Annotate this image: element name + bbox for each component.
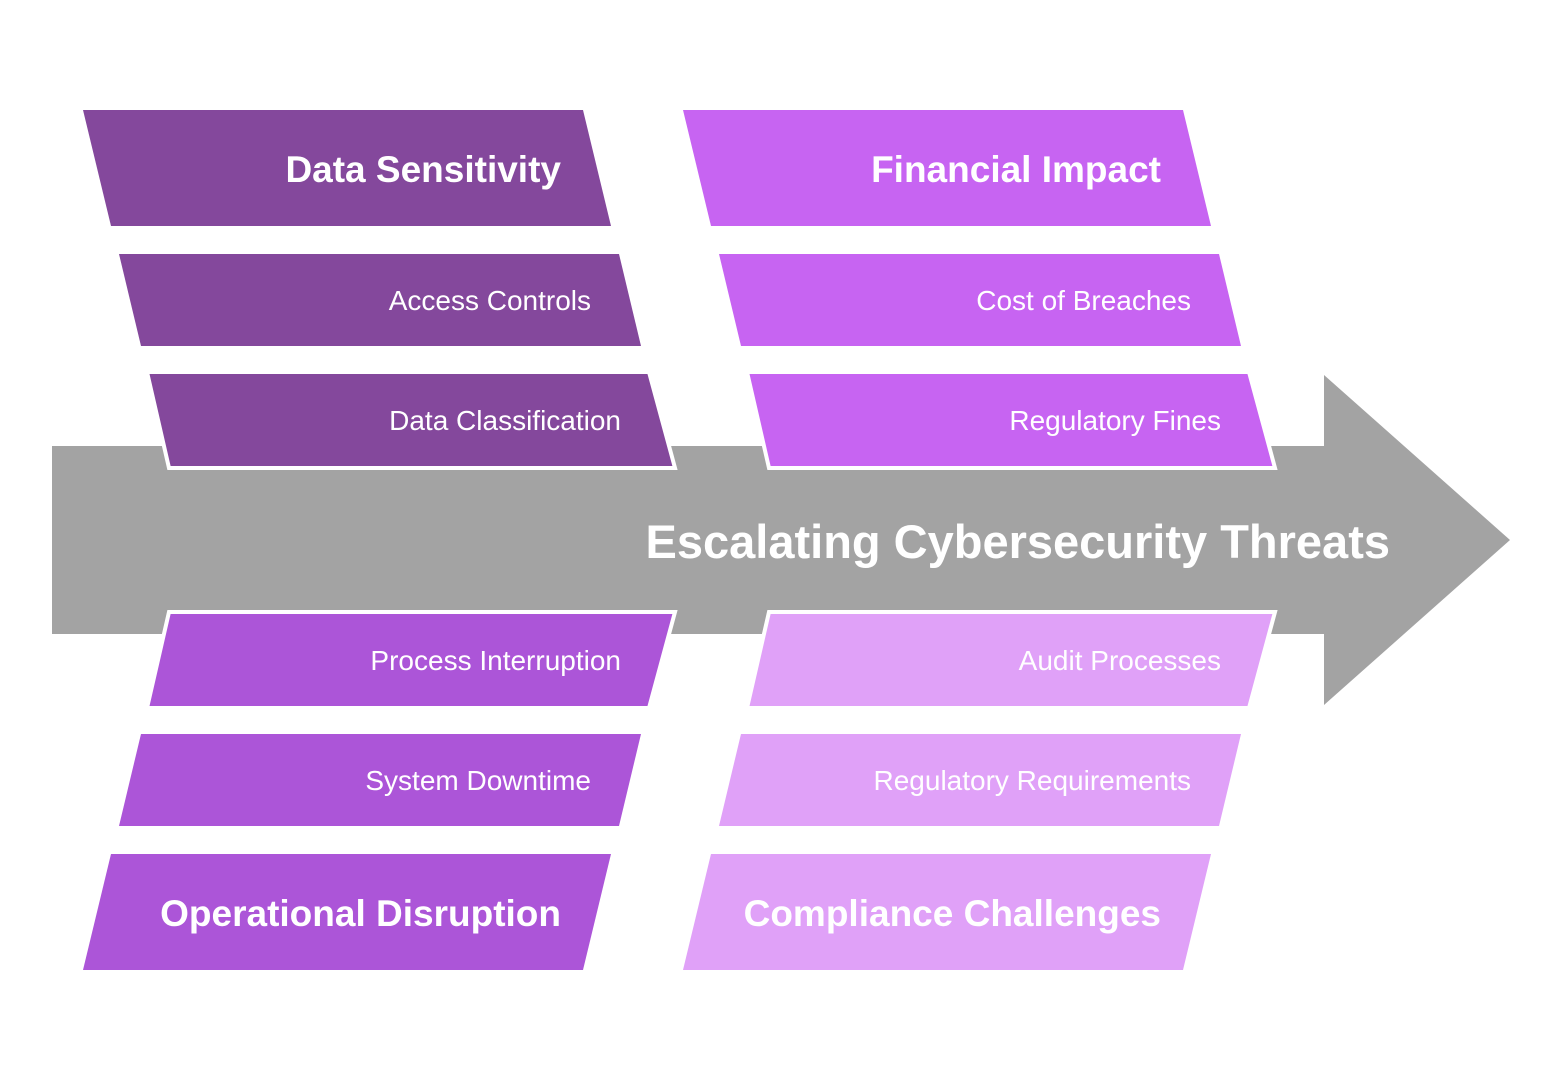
cause-label: Cost of Breaches	[976, 285, 1191, 316]
category-title-shape	[83, 854, 611, 970]
cause-shape	[719, 734, 1241, 826]
cause-label: Regulatory Requirements	[874, 765, 1192, 796]
category-data-sensitivity: Data Sensitivity Access Controls Data Cl…	[83, 110, 678, 470]
cause-label: Data Classification	[389, 405, 621, 436]
cause-label: Access Controls	[389, 285, 591, 316]
cause-shape	[144, 370, 678, 470]
cause-shape	[744, 370, 1278, 470]
cause-shape	[144, 610, 678, 710]
category-title: Operational Disruption	[160, 893, 561, 934]
category-title-shape	[683, 110, 1211, 226]
cause-shape	[744, 610, 1278, 710]
category-title-shape	[83, 110, 611, 226]
category-title: Data Sensitivity	[285, 149, 561, 190]
cause-label: Process Interruption	[370, 645, 621, 676]
main-label: Escalating Cybersecurity Threats	[646, 515, 1390, 568]
category-title-shape	[683, 854, 1211, 970]
category-title: Compliance Challenges	[744, 893, 1161, 934]
category-compliance-challenges: Audit Processes Regulatory Requirements …	[683, 610, 1278, 970]
cause-label: Regulatory Fines	[1009, 405, 1221, 436]
cause-shape	[119, 734, 641, 826]
cause-shape	[719, 254, 1241, 346]
category-title: Financial Impact	[871, 149, 1161, 190]
category-operational-disruption: Process Interruption System Downtime Ope…	[83, 610, 678, 970]
cause-label: System Downtime	[365, 765, 591, 796]
category-financial-impact: Financial Impact Cost of Breaches Regula…	[683, 110, 1278, 470]
cause-label: Audit Processes	[1019, 645, 1221, 676]
cause-shape	[119, 254, 641, 346]
